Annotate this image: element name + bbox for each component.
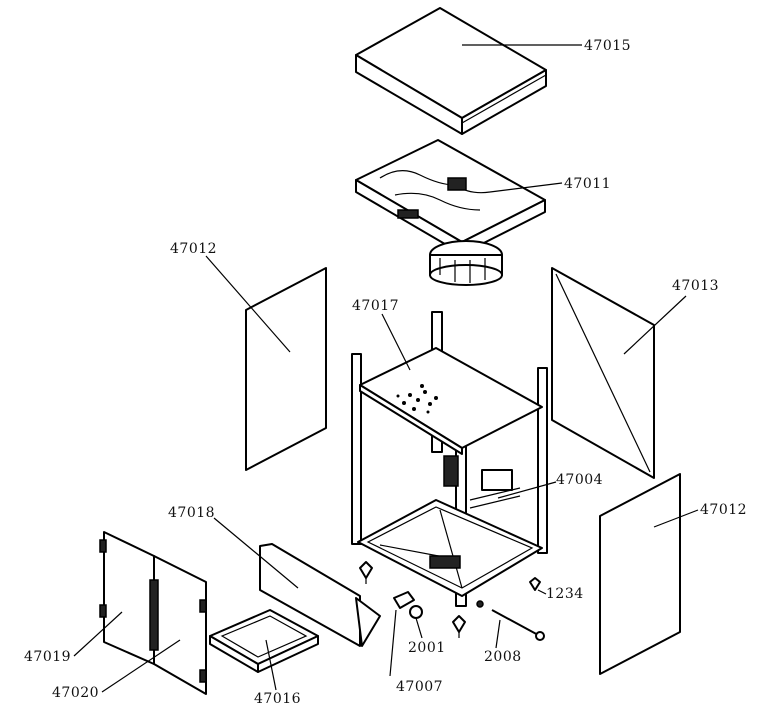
left-side-panel-part [245,267,327,471]
latch-part [389,591,415,677]
leader-door-panel [213,517,299,589]
feet-part [359,561,466,638]
door-panel-part [259,543,381,647]
leader-left-panel [205,255,291,353]
leader-insulation-top [381,313,411,371]
label-door-left: 47019 [24,649,71,665]
leader-door-right [101,639,181,693]
leader-right-front-panel [653,509,699,528]
label-inner-frame: 47004 [556,472,603,488]
insulation-texture [396,384,438,414]
label-screw: 1234 [546,586,584,602]
right-front-panel-part [599,473,681,675]
leader-right-back-panel [623,295,687,355]
rod-part [491,609,545,649]
label-foot-small: 2001 [408,640,446,656]
screw-part [476,577,547,608]
doors-part [99,531,207,695]
leader-control-panel [489,182,563,193]
leader-inner-frame [497,481,557,499]
label-top-cover: 47015 [584,38,631,54]
label-left-panel: 47012 [170,241,217,257]
label-right-back-panel: 47013 [672,278,719,294]
label-insulation-top: 47017 [352,298,399,314]
label-control-panel: 47011 [564,176,611,192]
leader-gasket-frame [265,639,277,691]
label-door-right: 47020 [52,685,99,701]
foot-small-part [409,605,423,639]
label-right-front-panel: 47012 [700,502,747,518]
control-panel-part [355,139,546,286]
right-back-panel-part [551,267,655,479]
gasket-frame-part [209,609,319,673]
top-cover-part [355,7,547,135]
cabinet-frame-part [351,311,548,607]
label-door-panel: 47018 [168,505,215,521]
label-gasket-frame: 47016 [254,691,301,707]
label-rod: 2008 [484,649,522,665]
leader-door-left [73,611,123,657]
label-latch: 47007 [396,679,443,695]
